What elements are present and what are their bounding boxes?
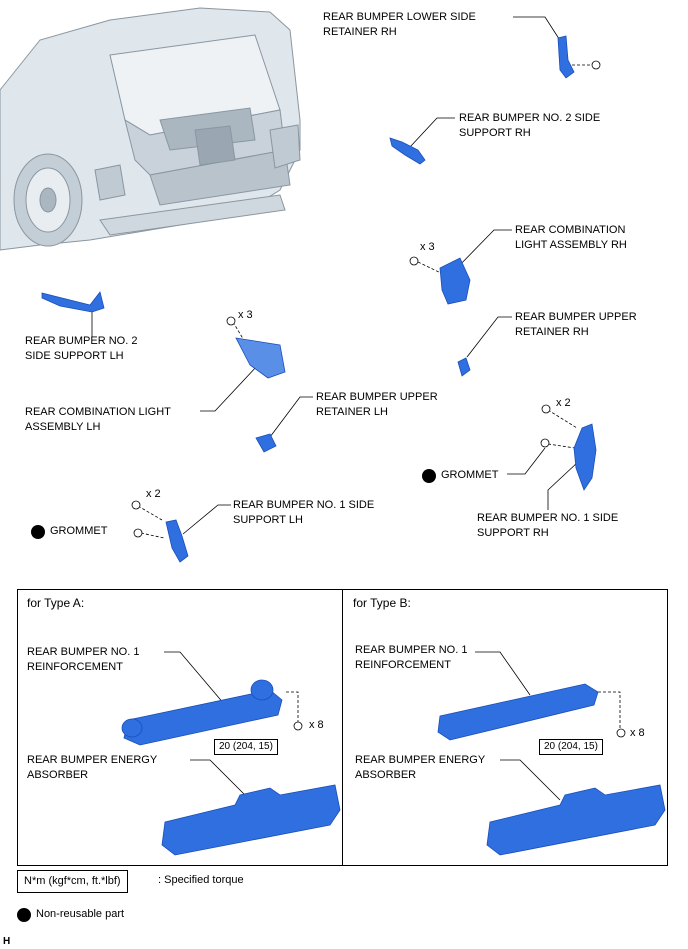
no1-side-support-lh-part [165, 519, 189, 563]
label-upper-retainer-rh: REAR BUMPER UPPER RETAINER RH [515, 311, 637, 338]
label-combination-light-lh: REAR COMBINATION LIGHT ASSEMBLY LH [25, 406, 171, 433]
label-grommet-rh: GROMMET [441, 469, 499, 481]
leader-lines [91, 16, 621, 801]
label-type-b-reinforcement: REAR BUMPER NO. 1 REINFORCEMENT [355, 644, 468, 671]
lower-side-retainer-rh-part [557, 35, 575, 79]
label-type-b-absorber: REAR BUMPER ENERGY ABSORBER [355, 754, 486, 781]
upper-retainer-rh-part [457, 357, 471, 377]
non-reusable-marker-rh [422, 469, 436, 483]
label-no1-side-support-lh: REAR BUMPER NO. 1 SIDE SUPPORT LH [233, 499, 375, 526]
label-grommet-lh: GROMMET [50, 525, 108, 537]
no2-side-support-rh-part [389, 137, 426, 165]
legend-torque-unit: N*m (kgf*cm, ft.*lbf) [17, 870, 128, 893]
bolts [131, 60, 626, 738]
panel-type-a-title: for Type A: [27, 596, 85, 610]
torque-type-b: 20 (204, 15) [539, 739, 603, 755]
qty-support-rh: x 2 [556, 397, 571, 409]
label-combination-light-rh: REAR COMBINATION LIGHT ASSEMBLY RH [515, 224, 627, 251]
legend-non-reusable: Non-reusable part [36, 908, 125, 920]
qty-light-lh: x 3 [238, 309, 253, 321]
parts [41, 35, 666, 856]
label-no2-side-support-rh: REAR BUMPER NO. 2 SIDE SUPPORT RH [459, 112, 601, 139]
legend-non-reusable-icon [17, 908, 31, 922]
non-reusable-marker-lh [31, 525, 45, 539]
qty-light-rh: x 3 [420, 241, 435, 253]
panel-type-a [17, 589, 343, 866]
panel-type-b [342, 589, 668, 866]
label-no2-side-support-lh: REAR BUMPER NO. 2 SIDE SUPPORT LH [25, 335, 138, 362]
qty-type-a-bolts: x 8 [309, 719, 324, 731]
combination-light-rh-part [439, 257, 471, 305]
qty-type-b-bolts: x 8 [630, 727, 645, 739]
label-lower-side-retainer-rh: REAR BUMPER LOWER SIDE RETAINER RH [323, 11, 476, 38]
footer-code: H [3, 936, 11, 947]
qty-support-lh: x 2 [146, 488, 161, 500]
no1-side-support-rh-part [573, 423, 597, 491]
label-type-a-reinforcement: REAR BUMPER NO. 1 REINFORCEMENT [27, 646, 140, 673]
vehicle-rear-illustration [0, 7, 301, 251]
no2-side-support-lh-part [41, 291, 105, 313]
type-b-absorber-part [486, 784, 666, 856]
type-b-reinforcement-part [437, 683, 599, 741]
combination-light-lh-part [235, 337, 286, 379]
upper-retainer-lh-part [255, 433, 277, 453]
label-type-a-absorber: REAR BUMPER ENERGY ABSORBER [27, 754, 158, 781]
label-no1-side-support-rh: REAR BUMPER NO. 1 SIDE SUPPORT RH [477, 512, 619, 539]
label-upper-retainer-lh: REAR BUMPER UPPER RETAINER LH [316, 391, 438, 418]
type-a-absorber-part [161, 784, 341, 856]
torque-type-a: 20 (204, 15) [214, 739, 278, 755]
panel-type-b-title: for Type B: [353, 596, 411, 610]
legend-torque-desc: : Specified torque [158, 874, 244, 886]
